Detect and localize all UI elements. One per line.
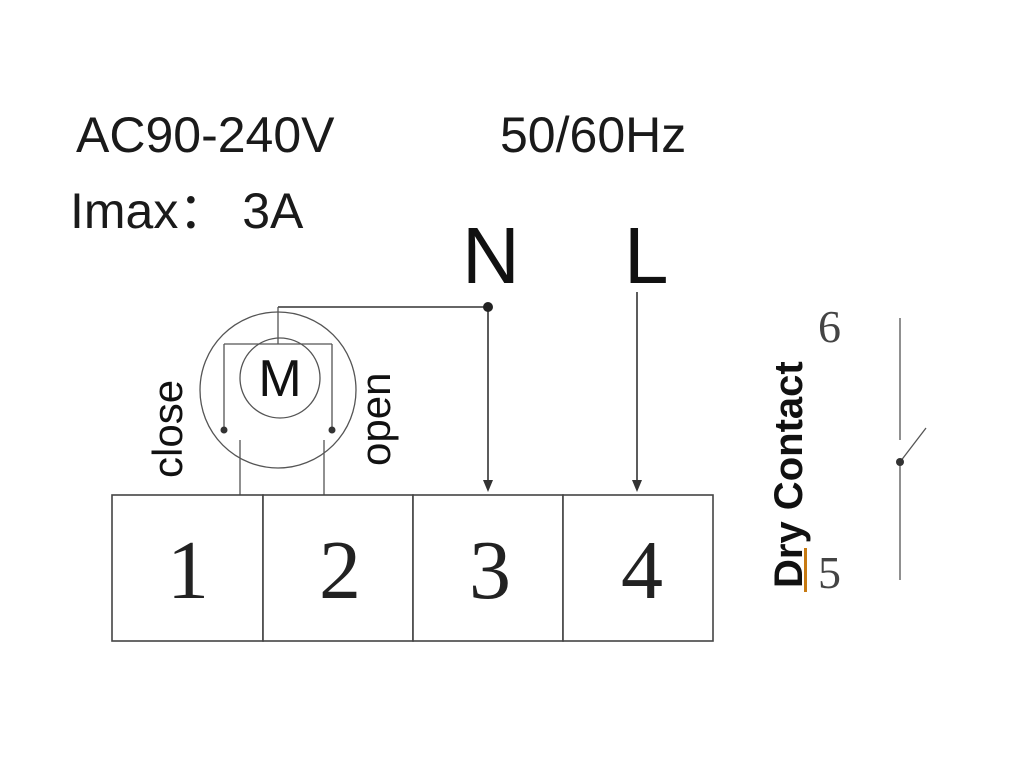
contact-5-number: 5	[818, 547, 841, 598]
current-spec: Imax： 3A	[70, 183, 304, 239]
switch-pivot-dot	[896, 458, 904, 466]
terminal-3	[412, 494, 564, 642]
terminal-1-number: 1	[167, 524, 209, 617]
live-label: L	[624, 211, 669, 300]
terminal-4-number: 4	[621, 524, 663, 617]
dry-contact-label: Dry Contact	[767, 361, 811, 588]
open-label: open	[352, 373, 399, 466]
motor-label: M	[258, 350, 301, 408]
live-wire	[632, 292, 642, 492]
dry-contact-accent-mark	[804, 548, 807, 592]
terminal-4	[562, 494, 714, 642]
terminal-2-number: 2	[319, 524, 361, 617]
voltage-spec: AC90-240V	[76, 107, 335, 163]
terminal-1	[111, 494, 264, 642]
neutral-label: N	[462, 211, 520, 300]
terminal-3-number: 3	[469, 524, 511, 617]
terminal-2	[262, 494, 414, 642]
neutral-wire	[278, 302, 493, 492]
dry-contact-label-group: Dry Contact	[767, 361, 811, 592]
close-label: close	[144, 380, 191, 478]
motor-symbol: M	[199, 307, 357, 495]
dry-contact-switch	[896, 318, 927, 580]
motor-inner-circle	[239, 337, 321, 419]
neutral-junction-dot	[483, 302, 493, 312]
terminal-block: 1 2 3 4	[111, 494, 714, 642]
contact-6-number: 6	[818, 301, 841, 352]
frequency-spec: 50/60Hz	[500, 107, 686, 163]
